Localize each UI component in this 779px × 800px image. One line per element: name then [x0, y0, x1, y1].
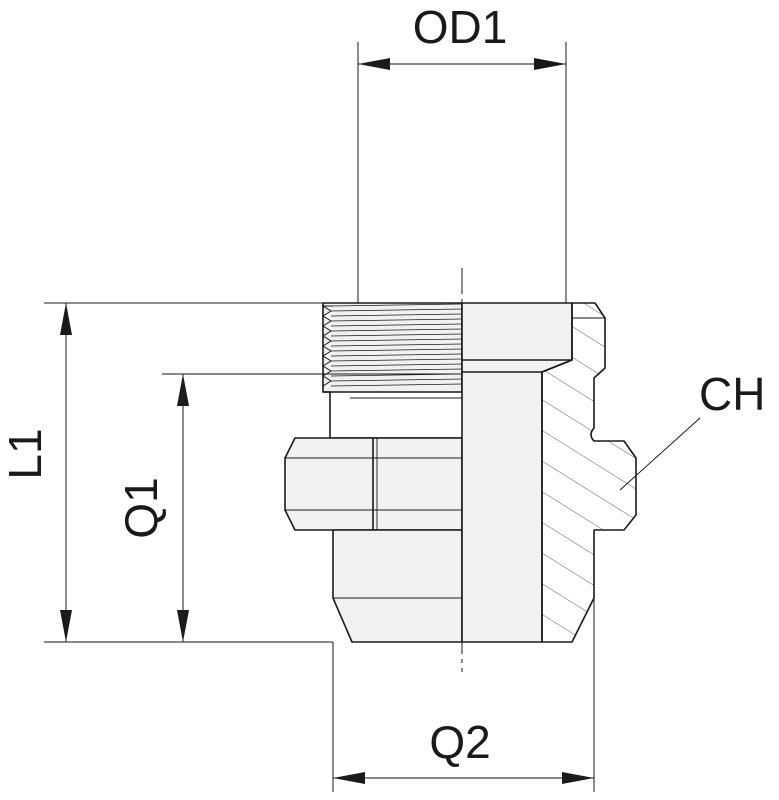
thread-line — [330, 333, 463, 337]
label-l1: L1 — [0, 428, 51, 479]
thread-line — [330, 358, 463, 362]
thread-line — [330, 313, 463, 317]
dimension-q1 — [162, 373, 462, 642]
thread-line — [330, 323, 463, 327]
section-view — [461, 302, 637, 643]
thread-line — [330, 328, 463, 332]
thread-lines — [321, 303, 463, 387]
label-q1: Q1 — [115, 477, 167, 538]
thread-line — [330, 353, 463, 357]
neck — [323, 391, 462, 439]
thread-profile — [321, 305, 333, 387]
thread-line — [330, 338, 463, 342]
dimension-l1 — [44, 302, 333, 643]
section-wall — [541, 302, 637, 643]
leader-ch — [619, 417, 701, 491]
thread-line — [330, 368, 463, 372]
external-view — [284, 302, 463, 643]
label-ch: CH — [699, 368, 765, 420]
top-thread-body — [322, 302, 463, 393]
thread-line — [330, 308, 463, 312]
thread-line — [330, 348, 463, 352]
dimension-q2 — [332, 530, 595, 792]
thread-line — [330, 303, 463, 307]
thread-line — [330, 363, 463, 367]
thread-line — [330, 378, 463, 382]
bottom-spigot — [332, 529, 463, 643]
thread-line — [330, 383, 463, 387]
thread-line — [330, 318, 463, 322]
label-q2: Q2 — [429, 716, 490, 768]
thread-line — [330, 343, 463, 347]
dimension-od1 — [357, 42, 567, 303]
label-od1: OD1 — [413, 1, 508, 53]
